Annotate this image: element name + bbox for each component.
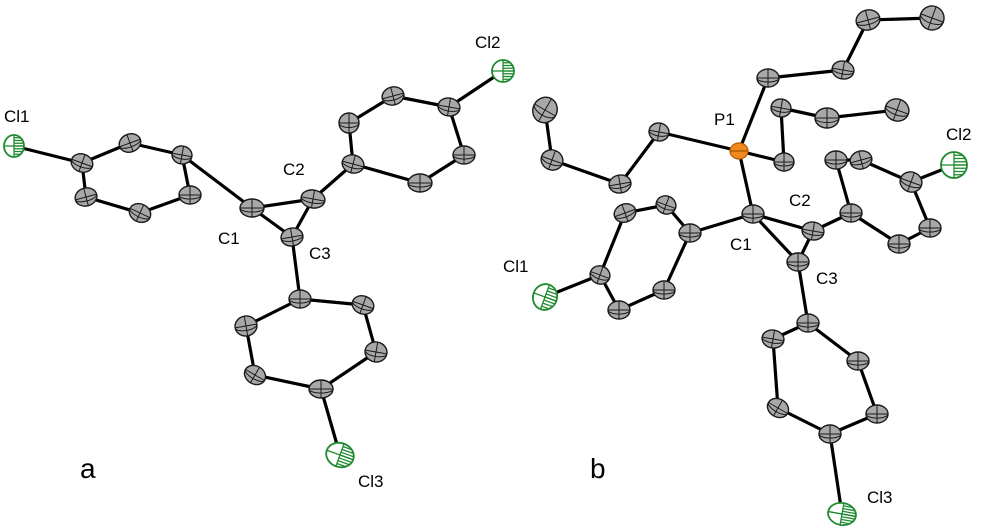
panel-a-bonds <box>12 69 505 457</box>
panel-b-atom-t2 <box>831 60 855 80</box>
panel-a-label-cl1: Cl1 <box>4 107 30 126</box>
panel-a-atom-d5 <box>364 341 388 363</box>
panel-b-bond <box>737 149 755 216</box>
panel-b-label-cl3: Cl3 <box>867 488 893 507</box>
panel-a-label-c3: C3 <box>309 244 331 263</box>
panel-a-letter: a <box>80 453 96 484</box>
panel-b-atom-r2 <box>770 98 792 118</box>
panel-a-bond <box>290 235 302 301</box>
panel-b-atom-e5 <box>652 280 676 300</box>
panel-b-atom-p1 <box>729 142 749 160</box>
panel-b-letter: b <box>590 453 606 484</box>
panel-a-atom-b6 <box>407 173 433 193</box>
panel-b-atom-l4 <box>532 96 558 124</box>
panel-b-atom-t3 <box>855 9 881 31</box>
panel-b-bond <box>766 68 845 80</box>
panel-b-atom-g5 <box>865 404 889 424</box>
panel-b-atom-e6 <box>655 195 677 215</box>
panel-b-bond <box>796 260 810 325</box>
panel-b-label-c2: C2 <box>789 191 811 210</box>
panel-b-label-cl2: Cl2 <box>946 125 972 144</box>
panel-a-label-cl3: Cl3 <box>358 472 384 491</box>
panel-b-atom-cl3 <box>827 501 857 527</box>
panel-b-atom-l3 <box>540 149 564 171</box>
panel-b-bond <box>828 432 844 516</box>
panel-b-atom-e3 <box>589 265 611 285</box>
panel-b-atoms <box>531 5 968 527</box>
panel-a-label-cl2: Cl2 <box>475 33 501 52</box>
panel-b-label-cl1: Cl1 <box>503 257 529 276</box>
panel-a-atom-a4 <box>178 185 202 205</box>
panel-a-atom-c3 <box>280 227 304 247</box>
panel-b-atom-c1 <box>741 204 765 224</box>
panel-a-atom-d6 <box>351 295 375 315</box>
panel-b-atom-l1 <box>648 122 670 142</box>
panel-a-atom-b5 <box>452 145 476 165</box>
panel-b-atom-f2 <box>849 150 873 170</box>
panel-a-atom-d2 <box>234 315 258 337</box>
panel-b-atom-t1 <box>756 68 780 88</box>
panel-a-atom-c2 <box>300 189 326 209</box>
panel-b-atom-f4 <box>918 218 942 238</box>
panel-a-atom-a6 <box>74 187 98 207</box>
panel-b-atom-cl1 <box>531 283 559 311</box>
panel-b-label-p1: P1 <box>714 110 735 129</box>
panel-b-atom-f5 <box>887 234 911 254</box>
panel-a-structure <box>3 59 515 469</box>
panel-b-bond <box>751 212 800 264</box>
panel-a-atom-a5 <box>128 202 152 224</box>
panel-b-bond <box>662 231 692 292</box>
panel-a-atom-b3 <box>381 86 405 106</box>
panel-a-atom-cl3 <box>325 441 355 469</box>
panel-b-label-c1: C1 <box>730 235 752 254</box>
panel-b-bond <box>598 211 627 277</box>
panel-b-bond <box>618 130 661 186</box>
panel-a-atom-b4 <box>437 97 461 117</box>
panel-b-atom-f1 <box>839 203 863 223</box>
panel-b-atom-r3 <box>814 107 840 129</box>
panel-b-structure <box>531 5 968 527</box>
panel-b-atom-r4 <box>884 98 910 122</box>
panel-a-atom-cl1 <box>3 134 25 158</box>
panel-b-bond <box>550 158 622 186</box>
panel-a-atom-d4 <box>308 379 334 399</box>
panel-b-atom-g1 <box>796 313 820 333</box>
panel-a-atom-a1 <box>70 153 94 173</box>
panel-b-atom-r1 <box>773 152 795 172</box>
panel-b-atom-g6 <box>846 351 870 371</box>
panel-a-label-c1: C1 <box>218 229 240 248</box>
panel-a-atom-a2 <box>118 133 142 153</box>
panel-b-atom-e2 <box>613 203 637 223</box>
panel-b-atom-f3 <box>899 171 923 193</box>
panel-b-atom-cl2 <box>940 151 968 179</box>
panel-b-atom-f6 <box>824 150 848 170</box>
panel-b-atom-g4 <box>818 424 842 444</box>
panel-a-atom-d1 <box>288 289 312 309</box>
panel-b-bond <box>657 130 741 153</box>
panel-a-atom-b2 <box>338 112 360 134</box>
panel-b-atom-c3 <box>786 252 810 272</box>
panel-b-bonds <box>543 16 956 516</box>
panel-a-atoms <box>3 59 515 469</box>
panel-b-atom-g3 <box>766 397 790 419</box>
panel-b-atom-g2 <box>761 329 785 349</box>
panel-b-atom-t4 <box>919 5 945 31</box>
panel-a-bond <box>180 153 254 210</box>
panel-a-atom-b1 <box>341 154 365 174</box>
panel-b-bond <box>737 76 770 153</box>
panel-a-atom-d3 <box>243 364 267 386</box>
panel-a-atom-cl2 <box>491 59 515 83</box>
panel-b-atom-l2 <box>608 174 632 194</box>
panel-b-label-c3: C3 <box>816 269 838 288</box>
panel-b-atom-e4 <box>607 300 631 320</box>
panel-b-atom-e1 <box>678 223 702 243</box>
panel-a-atom-a3 <box>171 145 193 165</box>
panel-b-bond <box>771 337 780 410</box>
panel-a-label-c2: C2 <box>283 160 305 179</box>
panel-a-atom-c1 <box>239 198 265 218</box>
panel-b-atom-c2 <box>801 221 825 241</box>
panel-a-bond <box>12 144 84 165</box>
